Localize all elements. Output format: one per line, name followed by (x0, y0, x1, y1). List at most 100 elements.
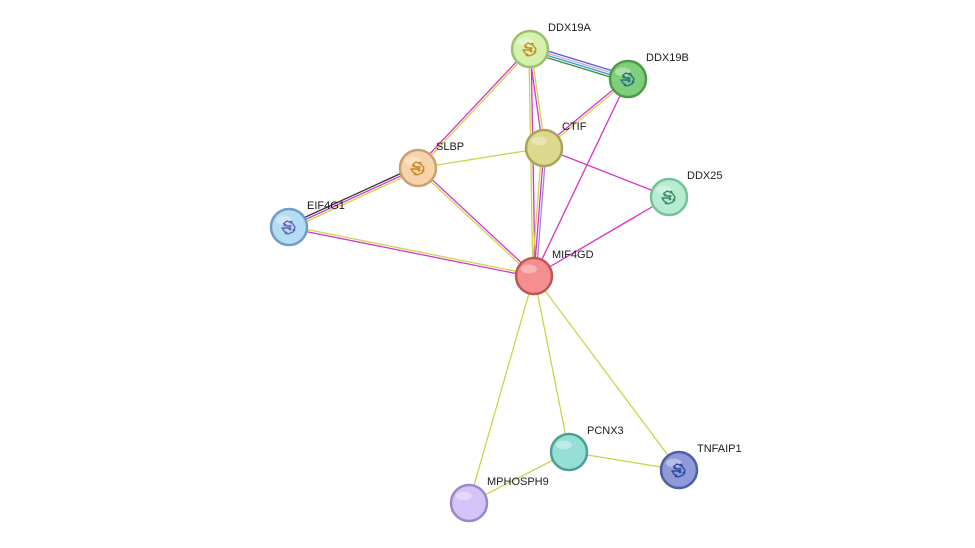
edge-ctif-ddx25[interactable] (543, 147, 670, 198)
node-circle (524, 128, 564, 168)
edge-ddx25-mif4gd[interactable] (533, 196, 670, 277)
protein-structure-icon (671, 463, 686, 478)
protein-residue-dot (292, 228, 296, 232)
protein-residue-dot (525, 53, 529, 57)
node-ctif[interactable]: CTIF (524, 121, 587, 168)
protein-residue-dot (674, 474, 678, 478)
edge-evidence-line (418, 166, 536, 276)
edge-evidence-line (289, 169, 420, 230)
edge-evidence-line (528, 49, 534, 277)
protein-residue-dot (631, 80, 635, 84)
protein-residue-dot (529, 49, 533, 53)
node-label: DDX25 (687, 170, 722, 182)
edge-evidence-line (531, 147, 543, 276)
node-slbp[interactable]: SLBP (398, 141, 464, 188)
node-circle (549, 432, 589, 472)
edge-ddx19b-mif4gd[interactable] (533, 78, 629, 277)
edge-slbp-ddx19a[interactable] (416, 47, 532, 170)
node-label: EIF4G1 (307, 200, 345, 212)
edge-evidence-line (543, 147, 670, 198)
protein-residue-dot (288, 227, 292, 231)
node-label: PCNX3 (587, 425, 624, 437)
protein-residue-dot (679, 463, 683, 467)
protein-residue-dot (284, 231, 288, 235)
edge-evidence-line (289, 225, 535, 276)
node-eif4g1[interactable]: EIF4G1 (269, 200, 345, 247)
edge-ctif-mif4gd[interactable] (531, 147, 547, 277)
protein-residue-dot (417, 168, 421, 172)
edge-mif4gd-tnfaip1[interactable] (533, 275, 680, 471)
protein-residue-dot (664, 201, 668, 205)
protein-residue-dot (412, 164, 416, 168)
node-highlight (521, 264, 537, 274)
node-pcnx3[interactable]: PCNX3 (549, 425, 624, 472)
edge-evidence-line (417, 147, 545, 169)
edge-eif4g1-mif4gd[interactable] (288, 225, 535, 278)
edge-evidence-line (287, 165, 418, 226)
node-label: MPHOSPH9 (487, 476, 549, 488)
edge-evidence-line (535, 148, 547, 277)
edge-evidence-line (533, 275, 570, 453)
protein-residue-dot (533, 50, 537, 54)
protein-structure-icon (410, 161, 425, 176)
protein-residue-dot (622, 75, 626, 79)
edge-slbp-eif4g1[interactable] (287, 165, 420, 230)
protein-residue-dot (413, 172, 417, 176)
protein-residue-dot (628, 72, 632, 76)
node-label: CTIF (562, 121, 587, 133)
node-circle (510, 29, 550, 69)
node-highlight (615, 67, 631, 77)
edge-evidence-line (288, 227, 534, 278)
node-label: MIF4GD (552, 249, 594, 261)
edge-evidence-line (533, 275, 680, 471)
edge-slbp-mif4gd[interactable] (416, 166, 536, 278)
node-circle (649, 177, 689, 217)
node-highlight (556, 440, 572, 450)
node-circle (269, 207, 309, 247)
edge-ctif-slbp[interactable] (417, 147, 545, 169)
node-label: DDX19A (548, 22, 591, 34)
node-ddx19a[interactable]: DDX19A (510, 22, 591, 69)
node-ddx25[interactable]: DDX25 (649, 170, 722, 217)
protein-residue-dot (623, 83, 627, 87)
protein-residue-dot (627, 79, 631, 83)
protein-residue-dot (421, 169, 425, 173)
node-highlight (517, 37, 533, 47)
protein-residue-dot (524, 45, 528, 49)
protein-residue-dot (663, 193, 667, 197)
node-ddx19b[interactable]: DDX19B (608, 52, 689, 99)
protein-residue-dot (669, 190, 673, 194)
protein-residue-dot (283, 223, 287, 227)
node-circle (514, 256, 554, 296)
edge-mif4gd-mphosph9[interactable] (468, 275, 535, 504)
edge-evidence-line (418, 49, 532, 170)
node-mphosph9[interactable]: MPHOSPH9 (449, 476, 549, 523)
protein-residue-dot (678, 470, 682, 474)
protein-residue-dot (289, 220, 293, 224)
node-label: DDX19B (646, 52, 689, 64)
node-highlight (456, 491, 472, 501)
protein-structure-icon (522, 42, 537, 57)
node-circle (608, 59, 648, 99)
protein-structure-icon (620, 72, 635, 87)
protein-residue-dot (418, 161, 422, 165)
node-highlight (656, 185, 672, 195)
node-circle (449, 483, 489, 523)
protein-residue-dot (668, 197, 672, 201)
node-highlight (405, 156, 421, 166)
node-tnfaip1[interactable]: TNFAIP1 (659, 443, 742, 490)
protein-structure-icon (281, 220, 296, 235)
edge-evidence-line (468, 275, 535, 504)
node-highlight (531, 136, 547, 146)
protein-structure-icon (661, 190, 676, 205)
node-highlight (666, 458, 682, 468)
edge-mif4gd-pcnx3[interactable] (533, 275, 570, 453)
edge-evidence-line (533, 147, 545, 277)
edge-evidence-line (288, 167, 419, 228)
node-label: SLBP (436, 141, 464, 153)
edge-evidence-line (416, 168, 534, 278)
node-label: TNFAIP1 (697, 443, 742, 455)
node-mif4gd[interactable]: MIF4GD (514, 249, 594, 296)
